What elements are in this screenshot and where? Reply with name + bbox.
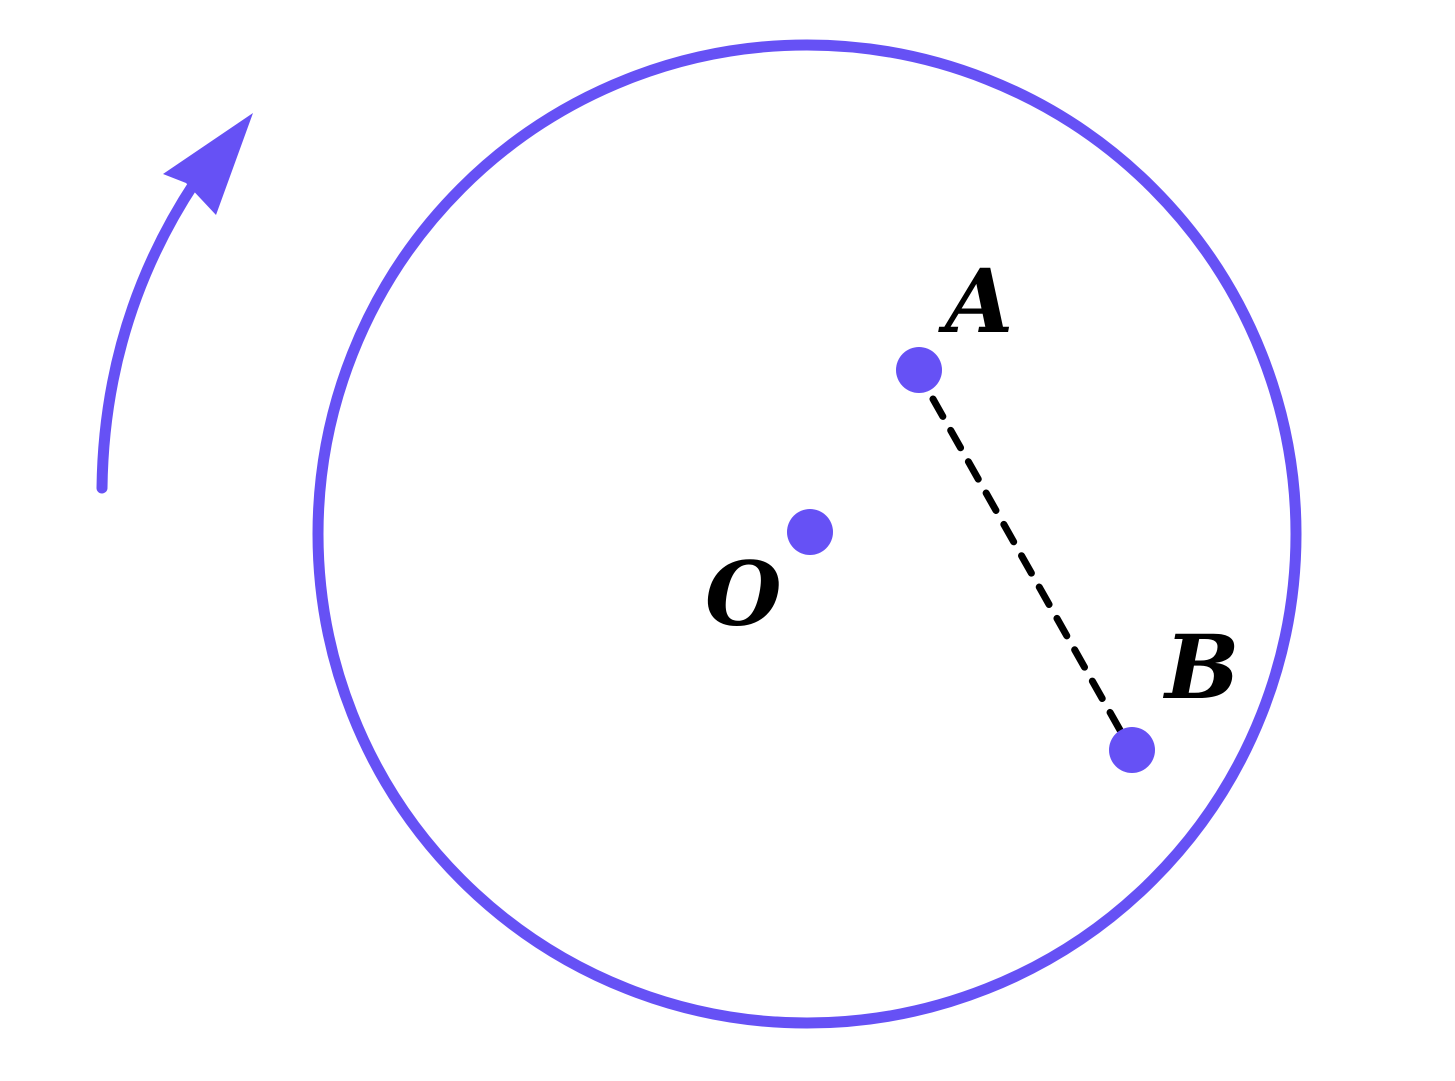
- label-a: A: [938, 249, 1013, 353]
- disk-outline: [312, 39, 1302, 1029]
- point-o: [787, 509, 833, 555]
- segment-ab: [929, 395, 1124, 734]
- label-b: B: [1162, 615, 1239, 719]
- label-o: O: [705, 542, 782, 646]
- rotation-arrow-icon: [96, 113, 253, 494]
- rotation-arrow-shaft: [96, 176, 201, 494]
- rotation-arrow-head: [163, 113, 253, 215]
- point-b: [1109, 727, 1155, 773]
- point-a: [896, 347, 942, 393]
